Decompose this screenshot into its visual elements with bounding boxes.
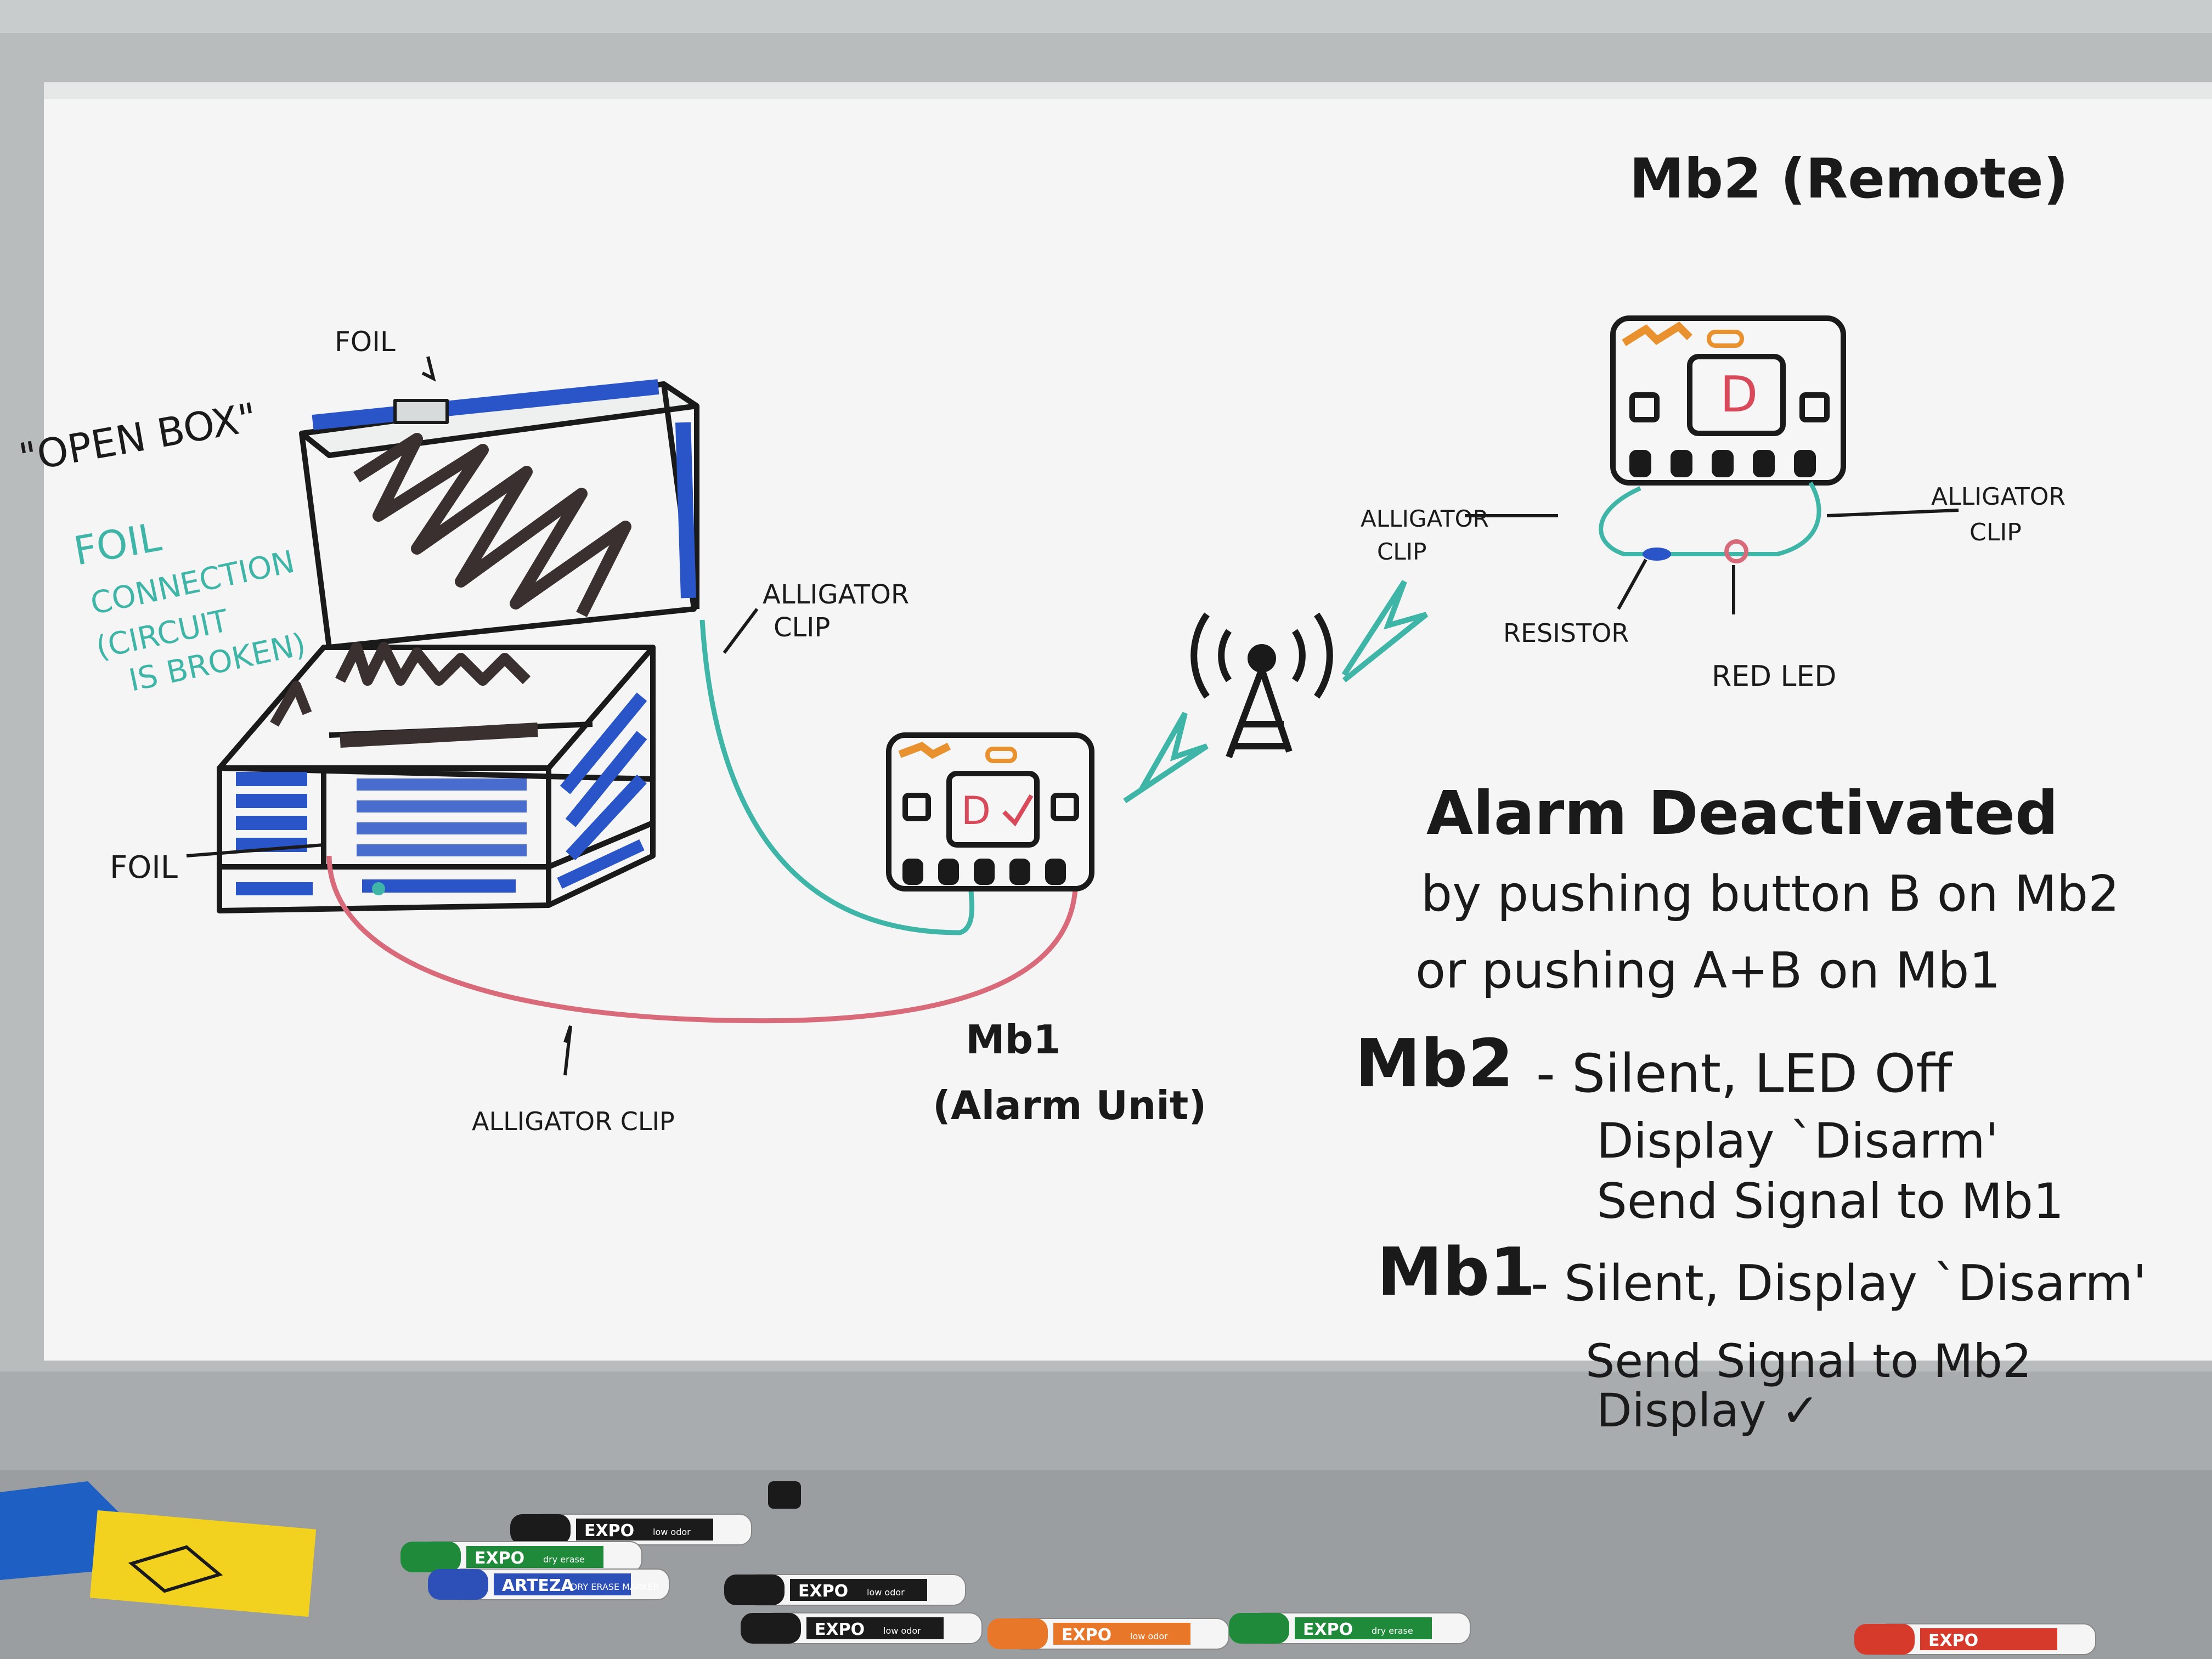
foil-top-label: FOIL <box>335 326 396 358</box>
notes-line1: by pushing button B on Mb2 <box>1421 865 2119 923</box>
teal-wire <box>699 619 975 935</box>
marker-brand-label: EXPO <box>584 1521 634 1541</box>
notes-mb2-line1: - Silent, LED Off <box>1536 1043 1953 1104</box>
marker-brand-label: EXPO <box>798 1582 848 1601</box>
resistor-symbol <box>1643 548 1671 561</box>
foil-left-label: FOIL <box>110 850 178 885</box>
whiteboard-surface <box>44 82 2212 1361</box>
dry-erase-marker[interactable]: EXPO dry erase <box>1229 1612 1471 1644</box>
dry-erase-marker[interactable]: EXPO low odor <box>988 1618 1229 1650</box>
remote-clip-left-label1: ALLIGATOR <box>1361 505 1489 532</box>
marker-tag-label: low odor <box>867 1587 905 1598</box>
red-led-symbol <box>1724 539 1748 563</box>
eraser <box>0 1481 121 1580</box>
marker-brand-label: ARTEZA <box>502 1576 574 1595</box>
sticky-note <box>89 1510 317 1617</box>
mb2-title: Mb2 (Remote) <box>1629 146 2068 211</box>
remote-clip-right-label1: ALLIGATOR <box>1931 483 2066 511</box>
radio-tower-icon <box>1190 612 1333 759</box>
resistor-label: RESISTOR <box>1503 618 1629 648</box>
red-wire <box>326 855 1078 1024</box>
marker-brand-label: EXPO <box>475 1549 524 1568</box>
marker-brand-label: EXPO <box>1062 1626 1111 1645</box>
marker-tag-label: low odor <box>883 1626 921 1636</box>
marker-brand-label: EXPO <box>1928 1631 1978 1650</box>
tray-items <box>0 1481 801 1617</box>
red-led-label: RED LED <box>1712 660 1836 693</box>
remote-circuit-wire <box>1599 481 1821 556</box>
marker-cap-dark <box>768 1481 801 1509</box>
mb1-name-label: Mb1 <box>966 1017 1060 1063</box>
mb2-microbit <box>1610 315 1846 486</box>
mb1-display-letter: D <box>961 788 991 833</box>
open-box-drawing <box>217 379 699 913</box>
marker-tag-label: dry erase <box>1372 1626 1413 1636</box>
marker-tag-label: dry erase <box>543 1554 585 1565</box>
marker-brand-label: EXPO <box>1303 1620 1353 1639</box>
signal-bolt-right <box>1341 580 1429 682</box>
notes-mb2-line3: Send Signal to Mb1 <box>1596 1173 2064 1229</box>
notes-heading: Alarm Deactivated <box>1426 778 2058 848</box>
dry-erase-marker[interactable]: EXPO low odor <box>741 1612 983 1644</box>
dry-erase-marker[interactable]: EXPO low odor <box>724 1574 966 1606</box>
mb1-microbit <box>886 732 1094 891</box>
remote-clip-left-label2: CLIP <box>1377 538 1426 565</box>
notes-mb1-line2: Send Signal to Mb2 <box>1585 1334 2032 1388</box>
alligator-clip-bottom-label: ALLIGATOR CLIP <box>472 1107 675 1136</box>
notes-mb2-label: Mb2 <box>1355 1026 1514 1102</box>
annotation-arrows <box>186 356 1959 1076</box>
marker-tag-label: low odor <box>1130 1631 1168 1641</box>
notes-mb1-line3: Display ✓ <box>1596 1384 1820 1437</box>
alligator-clip-box-label2: CLIP <box>774 612 830 643</box>
marker-brand-label: EXPO <box>815 1620 865 1639</box>
mb2-display-letter: D <box>1720 366 1758 424</box>
remote-clip-right-label2: CLIP <box>1970 518 2022 546</box>
dry-erase-marker[interactable]: EXPO <box>1854 1623 2096 1655</box>
signal-bolt-left <box>1123 712 1209 804</box>
notes-line2: or pushing A+B on Mb1 <box>1415 942 2001 1000</box>
notes-mb1-label: Mb1 <box>1377 1234 1536 1311</box>
marker-tag-label: DRY ERASE MARKER <box>571 1582 659 1592</box>
marker-tag-label: low odor <box>653 1527 691 1537</box>
mb1-role-label: (Alarm Unit) <box>933 1082 1206 1128</box>
marker-tray <box>0 1372 2212 1470</box>
dry-erase-marker[interactable]: EXPO low odor <box>510 1514 752 1545</box>
alligator-clip-box-label: ALLIGATOR <box>763 579 909 610</box>
notes-mb1-line1: - Silent, Display `Disarm' <box>1531 1255 2147 1312</box>
notes-mb2-line2: Display `Disarm' <box>1596 1113 1999 1169</box>
dry-erase-marker[interactable]: EXPO dry erase <box>400 1541 642 1573</box>
